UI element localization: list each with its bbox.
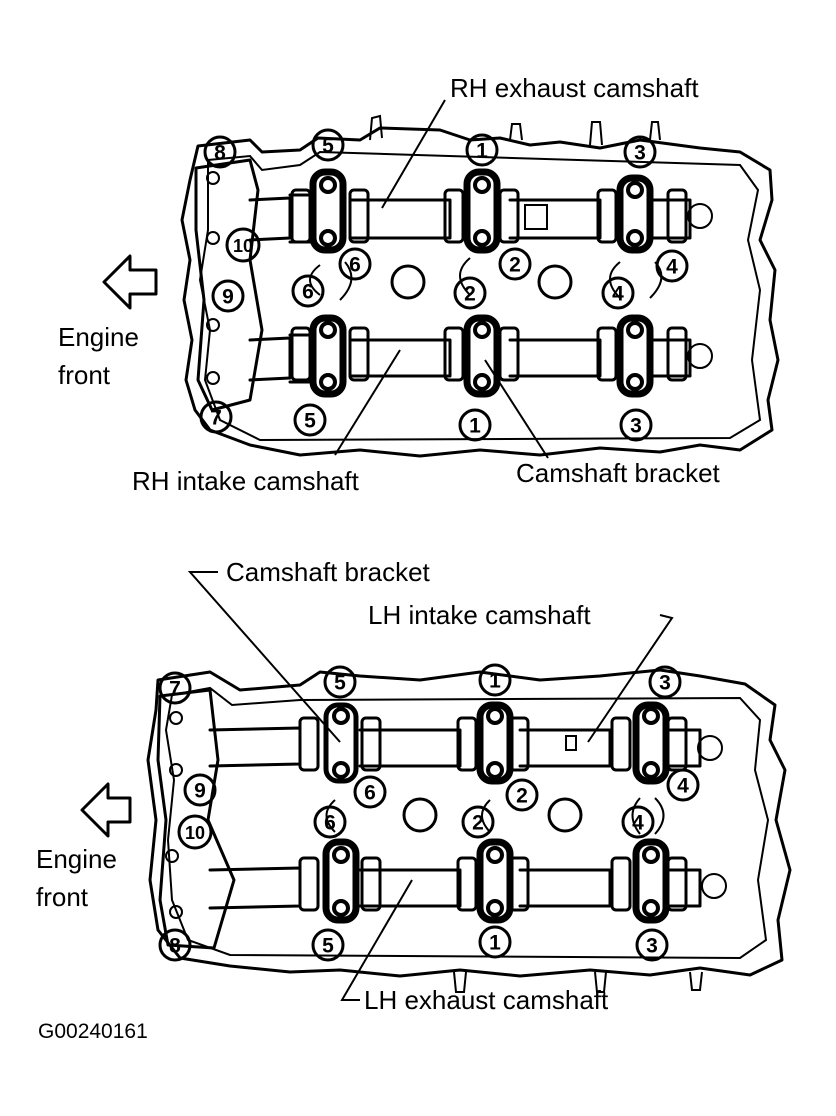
lh-num-3-top: 3 xyxy=(659,672,671,695)
rh-head-outline xyxy=(180,126,780,458)
lh-num-2-upper: 2 xyxy=(516,785,528,808)
rh-cylinder-head: 8 5 1 3 10 6 2 4 9 6 2 4 7 5 1 3 RH exha… xyxy=(58,73,780,496)
rh-engine-front-arrow-icon xyxy=(102,254,158,310)
rh-engine-front-label-line1: Engine xyxy=(58,322,139,352)
lh-num-5-bottom: 5 xyxy=(322,935,334,958)
rh-num-10: 10 xyxy=(233,236,253,256)
rh-num-6-lower: 6 xyxy=(302,281,314,304)
lh-num-2-lower: 2 xyxy=(472,812,484,835)
rh-num-5-bottom: 5 xyxy=(304,410,316,433)
lh-head-inner-outline xyxy=(164,686,770,960)
lh-engine-front-arrow-icon xyxy=(80,782,132,838)
rh-num-3-bottom: 3 xyxy=(630,415,642,438)
lh-num-9: 9 xyxy=(194,780,206,803)
rh-num-4-upper: 4 xyxy=(666,256,678,279)
rh-camshaft-brackets xyxy=(309,168,654,398)
lh-num-1-top: 1 xyxy=(489,670,501,693)
lh-num-6-lower: 6 xyxy=(324,812,336,835)
lh-num-3-bottom: 3 xyxy=(646,935,658,958)
lh-front-plate xyxy=(156,688,236,950)
lh-engine-front-label-line2: front xyxy=(36,882,89,912)
lh-num-4-lower: 4 xyxy=(632,812,644,835)
lh-num-10: 10 xyxy=(185,823,205,843)
lh-sequence-numbers: 7 5 1 3 9 6 4 10 6 2 2 4 8 5 1 3 xyxy=(158,663,700,962)
rh-intake-camshaft-label: RH intake camshaft xyxy=(132,466,360,496)
lh-num-8: 8 xyxy=(169,935,181,958)
lh-cylinder-head: 7 5 1 3 9 6 4 10 6 2 2 4 8 5 1 3 Camshaf… xyxy=(36,557,792,1015)
rh-num-6-upper: 6 xyxy=(349,254,361,277)
figure-code: G00240161 xyxy=(38,1020,148,1043)
lh-num-7: 7 xyxy=(169,678,181,701)
lh-intake-camshaft xyxy=(208,726,702,768)
lh-exhaust-camshaft-label: LH exhaust camshaft xyxy=(364,985,609,1015)
rh-num-8: 8 xyxy=(214,142,226,165)
lh-num-4-upper: 4 xyxy=(677,775,689,798)
lh-engine-front-label-line1: Engine xyxy=(36,844,117,874)
lh-camshaft-bracket-label: Camshaft bracket xyxy=(226,557,431,587)
lh-num-1-bottom: 1 xyxy=(489,932,501,955)
lh-camshaft-brackets xyxy=(322,701,670,924)
rh-num-9: 9 xyxy=(222,286,234,309)
rh-camshaft-bracket-label: Camshaft bracket xyxy=(516,458,721,488)
rh-num-2-lower: 2 xyxy=(464,283,476,306)
lh-num-5-top: 5 xyxy=(334,672,346,695)
rh-engine-front-label-line2: front xyxy=(58,360,111,390)
lh-exhaust-camshaft xyxy=(208,866,702,910)
lh-intake-camshaft-label: LH intake camshaft xyxy=(368,600,591,630)
rh-sequence-numbers: 8 5 1 3 10 6 2 4 9 6 2 4 7 5 1 3 xyxy=(199,128,689,442)
rh-num-3-top: 3 xyxy=(634,142,646,165)
rh-front-plate xyxy=(194,158,264,412)
rh-num-2-upper: 2 xyxy=(509,254,521,277)
rh-num-1-bottom: 1 xyxy=(469,415,481,438)
lh-num-6-upper: 6 xyxy=(364,782,376,805)
rh-exhaust-camshaft-label: RH exhaust camshaft xyxy=(450,73,699,103)
rh-num-7: 7 xyxy=(210,407,222,430)
lh-head-outline xyxy=(146,668,792,978)
rh-num-4-lower: 4 xyxy=(612,283,624,306)
rh-num-1-top: 1 xyxy=(476,140,488,163)
rh-num-5-top: 5 xyxy=(322,135,334,158)
